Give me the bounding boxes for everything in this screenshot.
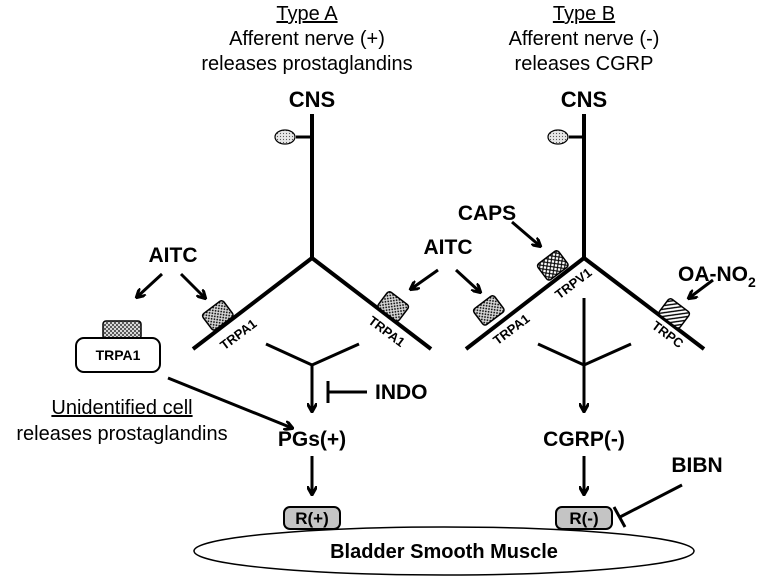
bibn-inhibition-line — [619, 483, 683, 519]
cgrp-label: CGRP(-) — [543, 428, 625, 451]
oa-no2-main: OA-NO — [678, 263, 748, 286]
indo-label: INDO — [375, 381, 428, 404]
r-minus-label: R(-) — [569, 509, 598, 528]
synapse-terminal-a — [274, 129, 296, 145]
type-b-line1: Afferent nerve (-) — [509, 28, 660, 50]
type-a-line1: Afferent nerve (+) — [229, 28, 385, 50]
arrow-aitc-to-trpa1-a-left — [179, 272, 205, 298]
arrow-cell-to-pgs — [167, 376, 292, 428]
cns-label-b: CNS — [561, 87, 607, 112]
trpa1-cell-label: TRPA1 — [96, 347, 141, 363]
trpa1-receptor-a-right — [377, 291, 410, 322]
type-a-neuron — [191, 114, 433, 351]
aitc-label-left: AITC — [149, 244, 198, 267]
arrow-aitc-to-trpa1-b — [454, 268, 480, 292]
bladder-label: Bladder Smooth Muscle — [330, 541, 558, 563]
receptor-r-plus — [283, 506, 341, 530]
pgs-label: PGs(+) — [278, 428, 346, 451]
r-plus-label: R(+) — [295, 509, 329, 528]
type-b-line2: releases CGRP — [515, 53, 654, 75]
synapse-terminal-b — [547, 129, 569, 145]
trpa1-receptor-b — [472, 295, 505, 326]
cns-label-a: CNS — [289, 87, 335, 112]
convergence-a — [265, 342, 360, 411]
convergence-b — [537, 298, 632, 411]
unidentified-cell-title: Unidentified cell — [51, 397, 192, 419]
receptor-r-minus — [555, 506, 613, 530]
bibn-label: BIBN — [671, 454, 722, 477]
bladder-smooth-muscle — [193, 526, 695, 576]
trpc-receptor — [658, 298, 691, 329]
unidentified-cell-caption: releases prostaglandins — [16, 423, 227, 445]
caps-label: CAPS — [458, 202, 516, 225]
arrow-aitc-to-trpa1-a-right — [411, 268, 439, 289]
arrow-oa-no2-to-trpc — [689, 278, 714, 298]
oa-no2-label: OA-NO2 — [678, 263, 756, 290]
type-a-heading: Type A — [276, 3, 338, 25]
type-b-neuron — [464, 114, 706, 351]
unidentified-cell-box — [75, 337, 161, 373]
trpa1-label-a-right: TRPA1 — [366, 313, 408, 350]
cell-trpa1-receptor — [102, 320, 142, 340]
arrow-caps-to-trpv1 — [511, 220, 540, 246]
bibn-inhibition-bar — [612, 506, 627, 528]
trpa1-receptor-a-left — [201, 300, 234, 331]
arrow-aitc-to-cell — [137, 272, 164, 297]
trpv1-receptor — [536, 250, 569, 281]
type-b-heading: Type B — [553, 3, 615, 25]
aitc-label-mid: AITC — [424, 236, 473, 259]
type-a-line2: releases prostaglandins — [201, 53, 412, 75]
oa-no2-subscript: 2 — [748, 274, 756, 290]
